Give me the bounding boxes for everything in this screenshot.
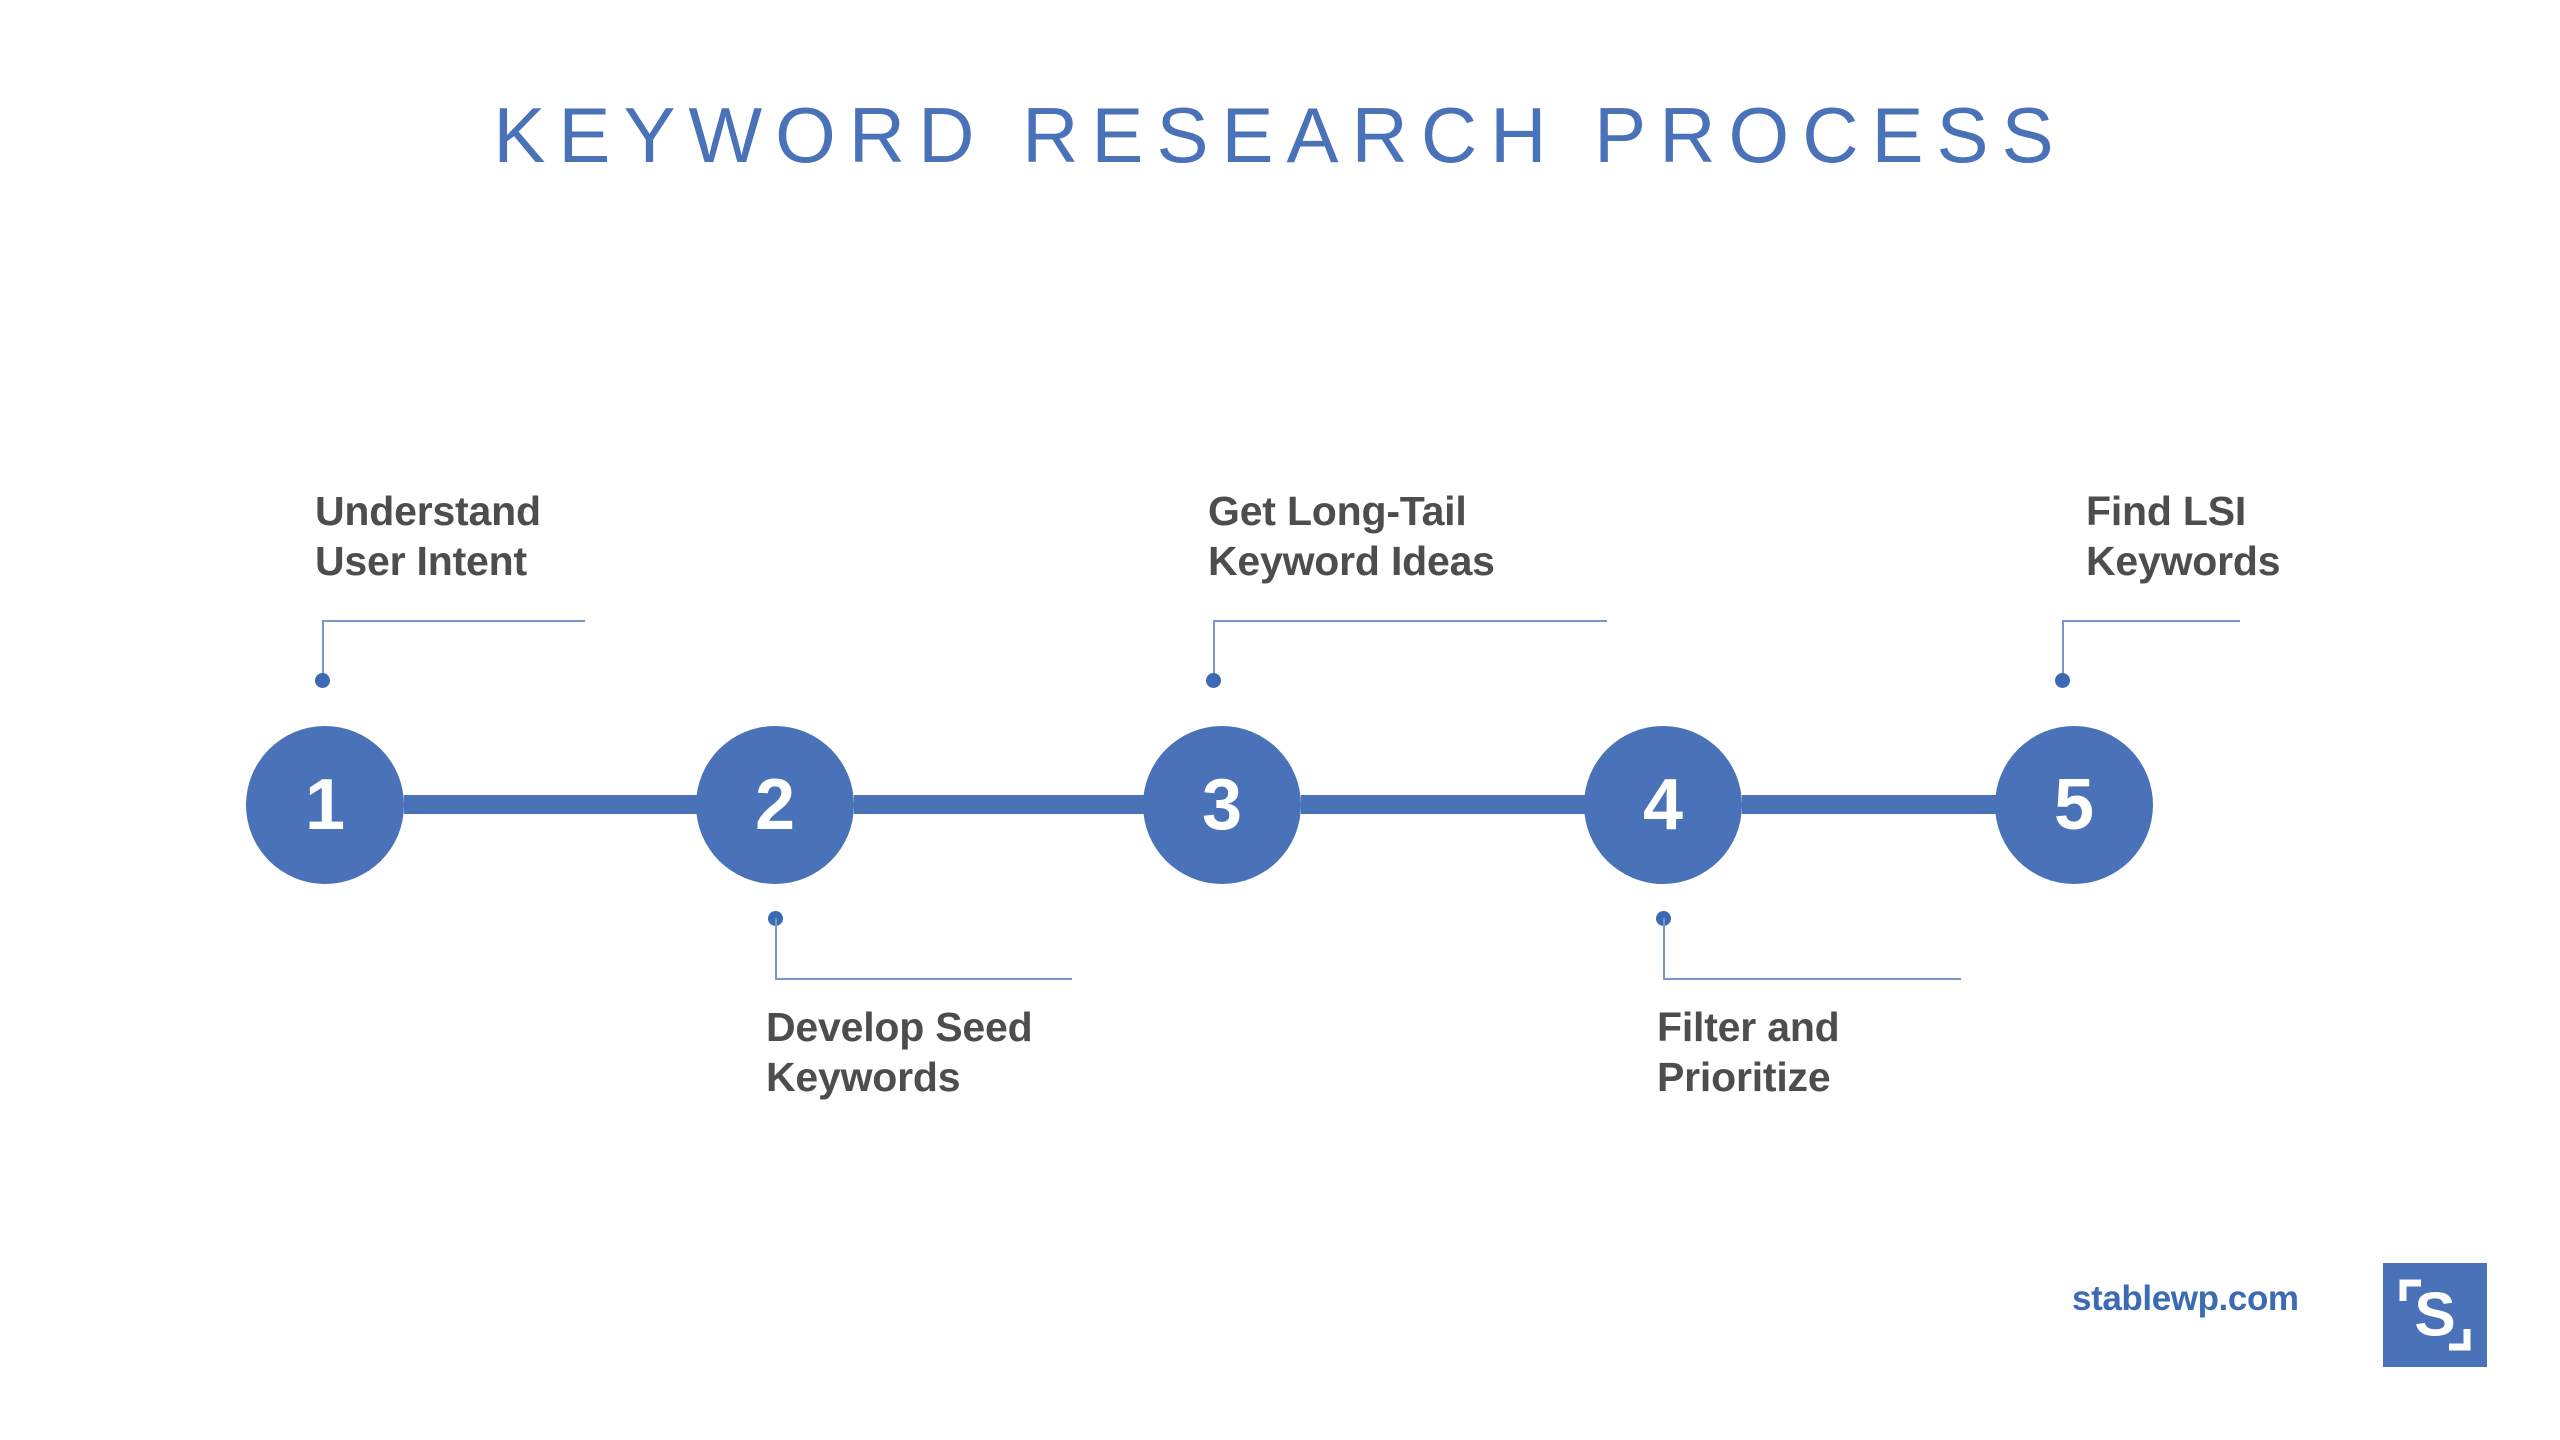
brand-name: stablewp.com (2072, 1279, 2299, 1318)
step-number-2: 2 (754, 765, 796, 845)
leader-line-horizontal-3 (1213, 620, 1607, 622)
leader-line-horizontal-2 (775, 978, 1072, 980)
leader-line-vertical-3 (1213, 620, 1215, 680)
svg-text:S: S (2414, 1281, 2455, 1350)
step-node-3[interactable]: 3 (1143, 726, 1301, 884)
page-title: KEYWORD RESEARCH PROCESS (493, 91, 2067, 179)
leader-dot-5 (2055, 673, 2070, 688)
step-label-3: Get Long-Tail Keyword Ideas (1208, 488, 1495, 585)
brand-wordmark[interactable]: stablewp.com (2072, 1281, 2299, 1316)
step-label-2: Develop Seed Keywords (766, 1004, 1033, 1101)
leader-line-vertical-2 (775, 918, 777, 980)
step-node-5[interactable]: 5 (1995, 726, 2153, 884)
leader-line-horizontal-5 (2062, 620, 2240, 622)
stablewp-logo-icon[interactable]: S (2383, 1263, 2487, 1367)
step-number-3: 3 (1201, 765, 1243, 845)
step-number-4: 4 (1642, 765, 1684, 845)
leader-line-vertical-1 (322, 620, 324, 680)
leader-line-vertical-5 (2062, 620, 2064, 680)
step-label-5: Find LSI Keywords (2086, 488, 2281, 585)
leader-dot-1 (315, 673, 330, 688)
connector-bar-2-3 (854, 795, 1222, 814)
leader-dot-3 (1206, 673, 1221, 688)
step-node-1[interactable]: 1 (246, 726, 404, 884)
connector-bar-3-4 (1301, 795, 1663, 814)
step-node-4[interactable]: 4 (1584, 726, 1742, 884)
leader-line-horizontal-1 (322, 620, 585, 622)
connector-bar-1-2 (404, 795, 776, 814)
step-node-2[interactable]: 2 (696, 726, 854, 884)
step-label-1: Understand User Intent (315, 488, 541, 585)
step-number-5: 5 (2053, 765, 2095, 845)
step-number-1: 1 (304, 765, 346, 845)
leader-line-horizontal-4 (1663, 978, 1961, 980)
connector-bar-4-5 (1742, 795, 2074, 814)
step-label-4: Filter and Prioritize (1657, 1004, 1840, 1101)
leader-line-vertical-4 (1663, 918, 1665, 980)
